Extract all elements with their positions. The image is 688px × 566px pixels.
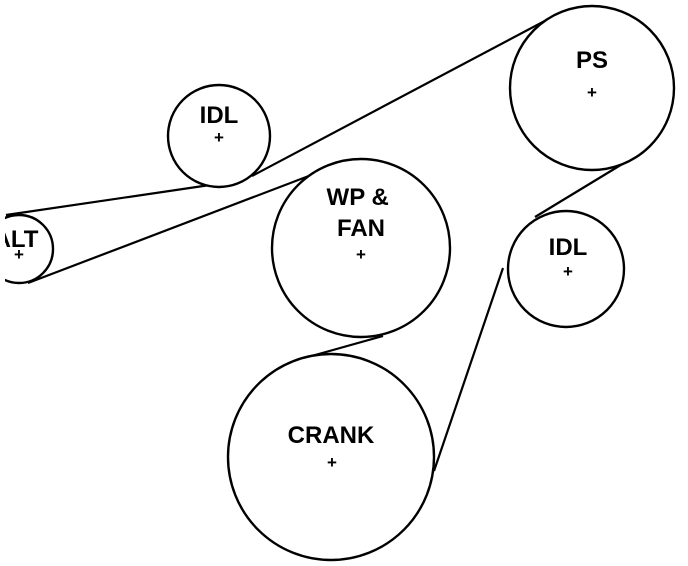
pulley-idl-top-center-mark: + <box>214 128 224 147</box>
pulley-idl-right-circle <box>506 209 626 329</box>
pulley-wp-fan-center-mark: + <box>356 245 366 264</box>
pulley-alt-circle <box>5 213 55 285</box>
pulley-wp-fan-circle <box>270 157 452 339</box>
pulley-wp-fan: WP & FAN + <box>270 157 452 339</box>
pulley-wp-fan-label-line-1: WP & <box>327 184 389 211</box>
belt-segment-idl-right-to-ps <box>534 162 625 218</box>
pulley-idl-right-center-mark: + <box>563 262 573 281</box>
pulley-idl-top-label: IDL <box>200 102 239 129</box>
pulley-ps-label-line: PS <box>576 47 608 74</box>
pulley-ps-label: PS <box>576 47 608 74</box>
pulley-crank-label-line: CRANK <box>288 422 375 449</box>
belt-segment-ps-to-idl-top <box>251 14 557 177</box>
pulley-ps-circle <box>508 4 676 172</box>
pulley-ps: PS + <box>508 4 676 172</box>
pulley-alt: ALT + <box>0 213 55 285</box>
pulley-idl-top: IDL + <box>166 83 272 189</box>
belt-segment-crank-to-idl-right <box>432 267 505 472</box>
pulley-alt-label: ALT <box>0 226 39 253</box>
pulley-idl-right-label-line: IDL <box>549 234 588 261</box>
pulley-alt-center-mark: + <box>14 245 24 264</box>
belt <box>5 14 625 472</box>
pulley-alt-label-line: ALT <box>0 226 39 253</box>
pulley-idl-right: IDL + <box>506 209 626 329</box>
pulley-idl-right-label: IDL <box>549 234 588 261</box>
pulley-wp-fan-label-line-2: FAN <box>337 215 385 242</box>
belt-segment-idl-top-to-alt <box>5 183 211 217</box>
pulley-ps-center-mark: + <box>587 83 597 102</box>
pulley-crank-center-mark: + <box>327 453 337 472</box>
belt-segment-alt-to-wp-fan <box>27 172 315 285</box>
pulley-crank-label: CRANK <box>288 422 375 449</box>
pulley-crank: CRANK + <box>226 352 436 562</box>
pulley-crank-circle <box>226 352 436 562</box>
pulley-wp-fan-label: WP & FAN <box>327 184 396 242</box>
pulley-idl-top-circle <box>166 83 272 189</box>
pulley-idl-top-label-line: IDL <box>200 102 239 129</box>
